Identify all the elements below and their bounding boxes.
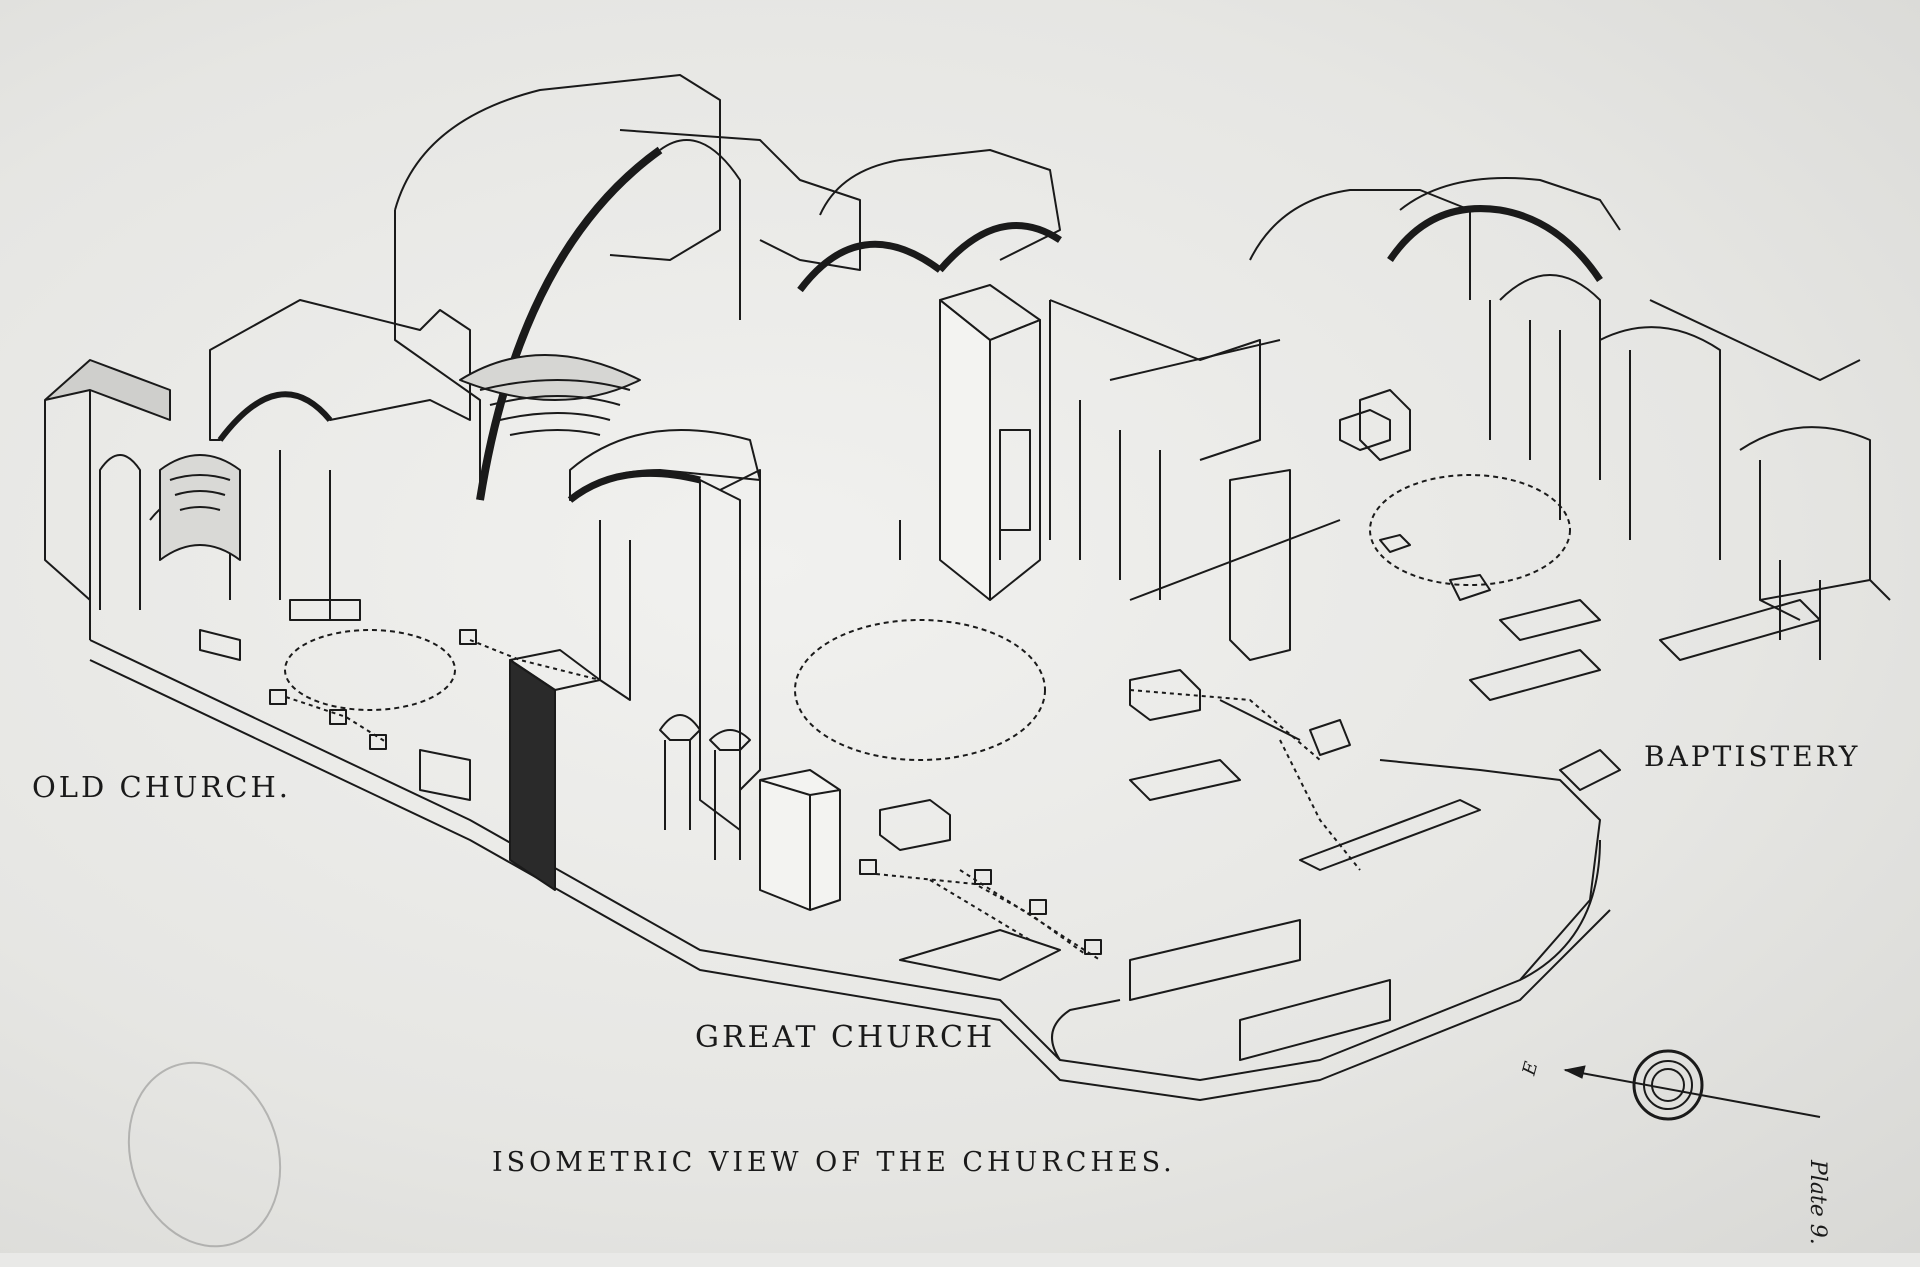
baptistery-label: BAPTISTERY bbox=[1644, 740, 1861, 773]
column-guides bbox=[285, 639, 1321, 761]
baptistery-structure bbox=[1109, 177, 1891, 871]
north-arrow-icon bbox=[1563, 1049, 1821, 1121]
plate-number: Plate 9. bbox=[1805, 1160, 1830, 1245]
old-church-structure bbox=[44, 299, 477, 801]
old-church-label: OLD CHURCH. bbox=[32, 770, 291, 804]
great-church-structure bbox=[394, 74, 1391, 1061]
plate-title: ISOMETRIC VIEW OF THE CHURCHES. bbox=[492, 1147, 1176, 1178]
great-church-label: GREAT CHURCH bbox=[695, 1020, 996, 1055]
